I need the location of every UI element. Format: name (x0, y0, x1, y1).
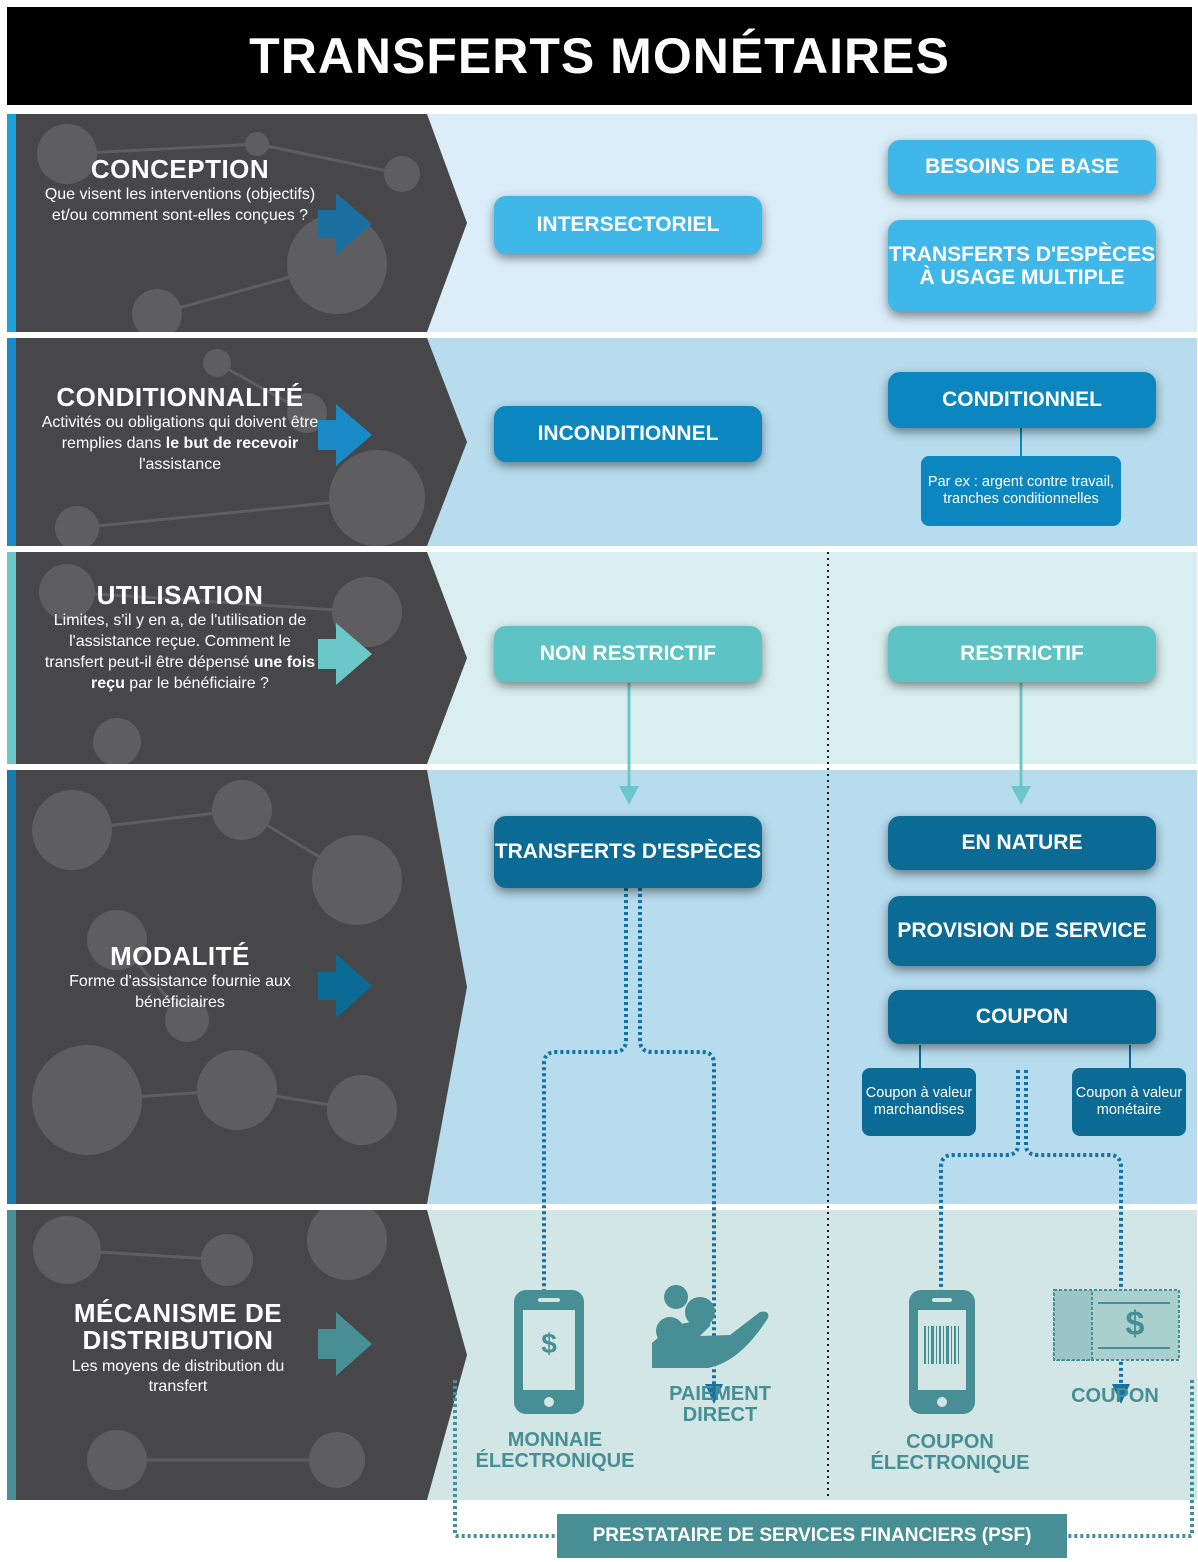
modalite-title: MODALITÉ (110, 941, 250, 971)
coupon-modalite-box: COUPON (888, 990, 1156, 1044)
arrow-icons (318, 193, 372, 1376)
conception-title: CONCEPTION (90, 154, 270, 184)
paiement-direct-label: PAIEMENT DIRECT (669, 1383, 771, 1426)
conditionnalite-desc: Activités ou obligations qui doivent êtr… (41, 414, 319, 473)
dark-panel (7, 552, 467, 764)
row-mecanisme (7, 1210, 1197, 1500)
paper-coupon-icon (1053, 1289, 1180, 1361)
coupon-monetaire-box: Coupon à valeur monétaire (1072, 1068, 1186, 1136)
dollar-sign-coupon: $ (1125, 1305, 1145, 1343)
coupon-electronique-label: COUPON ÉLECTRONIQUE (870, 1431, 1030, 1474)
transferts-especes-box: TRANSFERTS D'ESPÈCES (494, 816, 762, 888)
inconditionnel-box: INCONDITIONNEL (494, 406, 762, 462)
provision-service-box: PROVISION DE SERVICE (888, 896, 1156, 966)
dark-panel (7, 114, 467, 332)
dark-panel (7, 770, 467, 1204)
mecanisme-text: MÉCANISME DE DISTRIBUTION Les moyens de … (48, 1298, 308, 1398)
dollar-sign-money: $ (541, 1328, 557, 1359)
conditionnel-box: CONDITIONNEL (888, 372, 1156, 428)
conditionnalite-text: CONDITIONNALITÉ Activités ou obligations… (40, 382, 320, 476)
restrictif-box: RESTRICTIF (888, 626, 1156, 682)
utilisation-title: UTILISATION (96, 580, 264, 610)
title-bar: TRANSFERTS MONÉTAIRES (7, 7, 1192, 105)
coupon-label: COUPON (1071, 1385, 1159, 1407)
mobile-money-icon (514, 1290, 584, 1414)
en-nature-box: EN NATURE (888, 816, 1156, 870)
dark-panel (7, 338, 467, 546)
hand-coins-icon (652, 1285, 769, 1368)
utilisation-desc: Limites, s'il y en a, de l'utilisation d… (44, 612, 316, 692)
electronic-coupon-icon (909, 1290, 975, 1414)
conditionnalite-title: CONDITIONNALITÉ (56, 382, 304, 412)
conception-text: CONCEPTION Que visent les interventions … (40, 154, 320, 227)
intersectoriel-box: INTERSECTORIEL (494, 196, 762, 254)
conditionnel-example: Par ex : argent contre travail, tranches… (921, 456, 1121, 526)
page-title: TRANSFERTS MONÉTAIRES (249, 28, 950, 84)
monnaie-electronique-label: MONNAIE ÉLECTRONIQUE (475, 1429, 635, 1472)
mecanisme-desc: Les moyens de distribution du transfert (71, 1357, 285, 1396)
transferts-usage-multiple-box: TRANSFERTS D'ESPÈCES À USAGE MULTIPLE (888, 220, 1156, 312)
modalite-text: MODALITÉ Forme d'assistance fournie aux … (40, 941, 320, 1014)
coupon-marchandises-box: Coupon à valeur marchandises (862, 1068, 976, 1136)
dark-panel (7, 1210, 467, 1500)
modalite-desc: Forme d'assistance fournie aux bénéficia… (69, 973, 291, 1012)
mecanisme-title: MÉCANISME DE DISTRIBUTION (73, 1298, 283, 1356)
conception-desc: Que visent les interventions (objectifs)… (44, 186, 316, 225)
non-restrictif-box: NON RESTRICTIF (494, 626, 762, 682)
psf-banner: PRESTATAIRE DE SERVICES FINANCIERS (PSF) (557, 1514, 1067, 1558)
besoins-de-base-box: BESOINS DE BASE (888, 140, 1156, 194)
utilisation-text: UTILISATION Limites, s'il y en a, de l'u… (40, 580, 320, 694)
